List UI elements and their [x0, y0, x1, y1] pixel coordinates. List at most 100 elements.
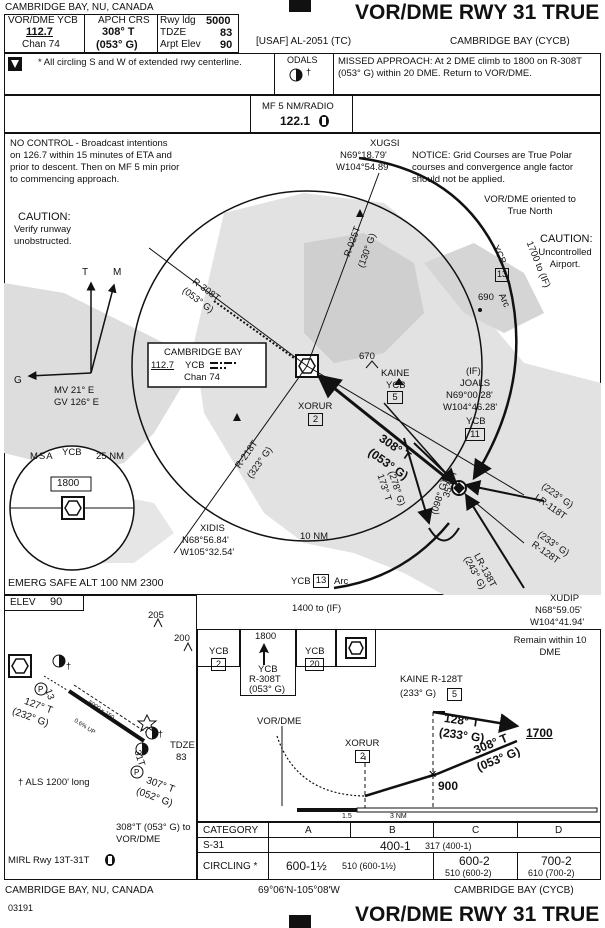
vor-box-name: CAMBRIDGE BAY: [164, 347, 243, 358]
pcl-icon: [319, 115, 329, 127]
footer-location: CAMBRIDGE BAY, NU, CANADA: [5, 885, 154, 896]
obstacle-690: 690: [478, 292, 494, 303]
arc13-upper-dme: 13: [495, 268, 509, 282]
profile-alt-900: 900: [438, 779, 459, 793]
profile-alt-1700: 1700: [526, 726, 553, 740]
msa-altitude: 1800: [57, 478, 80, 489]
vor-box-freq: 112.7: [151, 360, 175, 371]
caution-left-title: CAUTION:: [18, 211, 71, 223]
kaine-ycb: YCB: [386, 380, 406, 391]
tdze-label: TDZE: [160, 27, 187, 38]
profile-icon3-ycb: YCB: [305, 646, 325, 657]
profile-kaine-grid: (233° G): [400, 688, 437, 699]
xudip-name: XUDIP: [550, 593, 580, 604]
profile-icon1-dme: 2: [211, 658, 226, 671]
grid-notice: NOTICE: Grid Courses are True Polar cour…: [412, 150, 574, 185]
airport-diagram-graphics: P P † †: [8, 617, 193, 779]
profile-kaine-dme: 5: [447, 688, 462, 701]
usaf-ref: [USAF] AL-2051 (TC): [256, 36, 352, 47]
xugsi-lon: W104°54.89': [336, 162, 391, 173]
min-circ-ab-value: 600-1½: [286, 859, 327, 873]
profile-vor-icon: [345, 637, 367, 659]
apch-crs-true: 308° T: [102, 26, 135, 38]
als-note: † ALS 1200' long: [18, 777, 90, 788]
odals-lighting-icon: †: [289, 67, 311, 82]
min-header-category: CATEGORY: [203, 825, 259, 836]
profile-xorur-dme: 2: [355, 750, 370, 763]
svg-text:†: †: [66, 661, 71, 671]
arc13-lower-dme: 13: [313, 574, 329, 588]
joals-lon: W104°46.28': [443, 402, 498, 413]
svg-text:†: †: [306, 67, 311, 77]
obstacle-205: 205: [148, 610, 164, 621]
svg-text:†: †: [158, 729, 163, 739]
xidis-lat: N68°56.84': [182, 535, 229, 546]
diagram-tdze-label: TDZE: [170, 740, 195, 751]
rwy-ldg-value: 5000: [206, 15, 231, 27]
min-circ-c-value: 600-2: [459, 854, 490, 868]
xudip-lon: W104°41.94': [530, 617, 585, 628]
header-airport-ident: CAMBRIDGE BAY (CYCB): [450, 36, 570, 47]
xorur-name: XORUR: [298, 401, 333, 412]
profile-vor-dme-label: VOR/DME: [257, 716, 302, 727]
xorur-dme: 2: [308, 413, 323, 426]
xugsi-lat: N69°18.79': [340, 150, 387, 161]
profile-graphics: ✕: [276, 710, 598, 813]
navaid-label: VOR/DME YCB: [8, 15, 78, 26]
msa-ycb: YCB: [62, 447, 82, 458]
svg-text:P: P: [38, 685, 43, 694]
min-header-d: D: [555, 825, 563, 836]
header-info-box: [4, 14, 239, 53]
vor-box-chan: Chan 74: [184, 372, 220, 383]
profile-icon3-dme: 20: [305, 658, 324, 671]
apch-crs-label: APCH CRS: [98, 15, 150, 26]
if-label: (IF): [466, 366, 481, 377]
variation-true-label: T: [82, 267, 89, 278]
minimums-table: [197, 822, 601, 880]
profile-dist-1-5: 1.5: [342, 813, 352, 820]
no-control-note: NO CONTROL - Broadcast intentions on 126…: [10, 138, 180, 185]
emerg-safe-alt: EMERG SAFE ALT 100 NM 2300: [8, 577, 164, 589]
profile-xorur-name: XORUR: [345, 738, 380, 749]
mf-label: MF 5 NM/RADIO: [262, 101, 334, 112]
profile-climb-grid: (053° G): [249, 684, 286, 695]
caution-left-body: Verify runway unobstructed.: [14, 224, 72, 247]
climb-arrow-icon: [259, 643, 269, 665]
circling-note: * All circling S and W of extended rwy c…: [38, 57, 242, 68]
comm-box: [4, 95, 601, 133]
to-vor-note: 308°T (053° G) to VOR/DME: [116, 822, 191, 845]
variation-magnetic-label: M: [113, 267, 122, 278]
notes-box: [4, 53, 601, 95]
joals-dme: 11: [465, 428, 485, 441]
footer-airport-ident: CAMBRIDGE BAY (CYCB): [454, 885, 574, 896]
joals-lat: N69°00.28': [446, 390, 493, 401]
min-header-c: C: [472, 825, 480, 836]
ten-nm-label: 10 NM: [300, 531, 328, 542]
arc13-lower-ycb: YCB: [291, 576, 311, 587]
min-circling-label: CIRCLING *: [203, 861, 258, 872]
morse-code-icon: [210, 362, 236, 369]
profile-dist-3nm: 3 NM: [390, 813, 407, 820]
tdze-value: 83: [220, 27, 233, 39]
mf-freq: 122.1: [280, 114, 311, 128]
mirl-note: MIRL Rwy 13T-31T: [8, 855, 90, 866]
min-header-a: A: [305, 825, 312, 836]
xudip-lat: N68°59.05': [535, 605, 582, 616]
elev-value: 90: [50, 596, 63, 608]
min-circ-c-haa: 510 (600-2): [445, 868, 492, 878]
arpt-elev-value: 90: [220, 39, 233, 51]
footer-index-tab: [289, 915, 311, 928]
arpt-elev-label: Arpt Elev: [160, 39, 201, 50]
vor-oriented-note: VOR/DME oriented to True North: [484, 194, 576, 217]
svg-text:✕: ✕: [428, 769, 437, 781]
obstacle-200: 200: [174, 633, 190, 644]
diagram-tdze-value: 83: [176, 752, 187, 763]
kaine-name: KAINE: [381, 368, 410, 379]
profile-climb-radial: R-308T: [249, 674, 281, 685]
remain-within: Remain within 10 DME: [513, 635, 587, 658]
min-s31-label: S-31: [203, 840, 225, 851]
rwy-ldg-label: Rwy ldg: [160, 15, 196, 26]
xidis-name: XIDIS: [200, 523, 225, 534]
joals-ycb: YCB: [466, 416, 486, 427]
footer-procedure-title: VOR/DME RWY 31 TRUE: [355, 903, 600, 926]
